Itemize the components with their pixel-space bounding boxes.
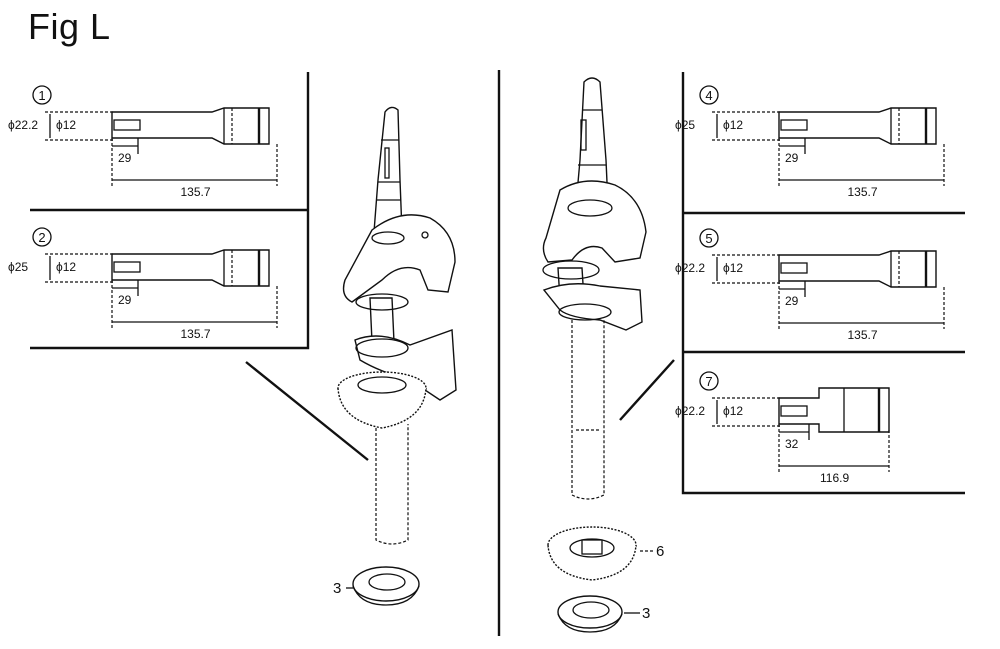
bore (780, 262, 808, 274)
overall-length-label: 135.7 (181, 185, 211, 199)
inner-diameter-label: ϕ12 (56, 260, 76, 274)
overall-length-label: 116.9 (820, 471, 849, 485)
bore-depth-label: 29 (785, 294, 799, 308)
inner-diameter-label: ϕ12 (723, 118, 743, 132)
panel-number-circle (699, 85, 719, 105)
detail-panel-4: 4 ϕ25 ϕ12 29 135.7 (675, 85, 945, 199)
bore (780, 405, 808, 417)
left-detail-box (30, 72, 310, 350)
outer-diameter-label: ϕ22.2 (675, 404, 705, 418)
shaft-profile (778, 107, 937, 145)
washer-right (557, 595, 623, 633)
shaft-profile (111, 107, 270, 145)
bore-depth-label: 29 (118, 151, 132, 165)
detail-panel-5: 5 ϕ22.2 ϕ12 29 135.7 (675, 228, 945, 342)
callout-right-washer: 3 (642, 605, 650, 622)
inner-diameter-label: ϕ12 (723, 261, 743, 275)
overall-length-label: 135.7 (848, 185, 878, 199)
bore (780, 119, 808, 131)
bore (113, 261, 141, 273)
overall-length-label: 135.7 (181, 327, 211, 341)
bore (113, 119, 141, 131)
shaft-profile (111, 249, 270, 287)
leader-line-right (619, 359, 675, 421)
figure-title: Fig L (28, 6, 111, 47)
panel-number-circle (699, 228, 719, 248)
washer-left (352, 566, 420, 606)
panel-number: 7 (705, 374, 712, 389)
overall-length-label: 135.7 (848, 328, 878, 342)
panel-number: 2 (38, 230, 45, 245)
panel-number-circle (699, 371, 719, 391)
bore-depth-label: 29 (118, 293, 132, 307)
gear-right (547, 526, 637, 581)
panel-number: 1 (38, 88, 45, 103)
detail-panel-1: 1 ϕ22.2 ϕ12 29 135.7 (8, 85, 278, 199)
inner-diameter-label: ϕ12 (56, 118, 76, 132)
callout-left-washer: 3 (333, 580, 341, 597)
inner-diameter-label: ϕ12 (723, 404, 743, 418)
detail-panel-2: 2 ϕ25 ϕ12 29 135.7 (8, 227, 278, 341)
crankshaft-left (337, 106, 457, 545)
outer-diameter-label: ϕ22.2 (8, 118, 38, 132)
panel-number: 4 (705, 88, 712, 103)
outer-diameter-label: ϕ25 (675, 118, 695, 132)
crankshaft-right (542, 77, 647, 500)
panel-number: 5 (705, 231, 712, 246)
detail-panel-7: 7 ϕ22.2 ϕ12 32 116.9 (675, 371, 890, 485)
callout-gear: 6 (656, 543, 664, 560)
shaft-profile (778, 250, 937, 288)
bore-depth-label: 32 (785, 437, 799, 451)
panel-number-circle (32, 85, 52, 105)
bore-depth-label: 29 (785, 151, 799, 165)
right-detail-box (681, 72, 965, 495)
outer-diameter-label: ϕ22.2 (675, 261, 705, 275)
outer-diameter-label: ϕ25 (8, 260, 28, 274)
leader-line-left (245, 361, 369, 461)
panel-number-circle (32, 227, 52, 247)
shaft-profile (778, 387, 890, 433)
